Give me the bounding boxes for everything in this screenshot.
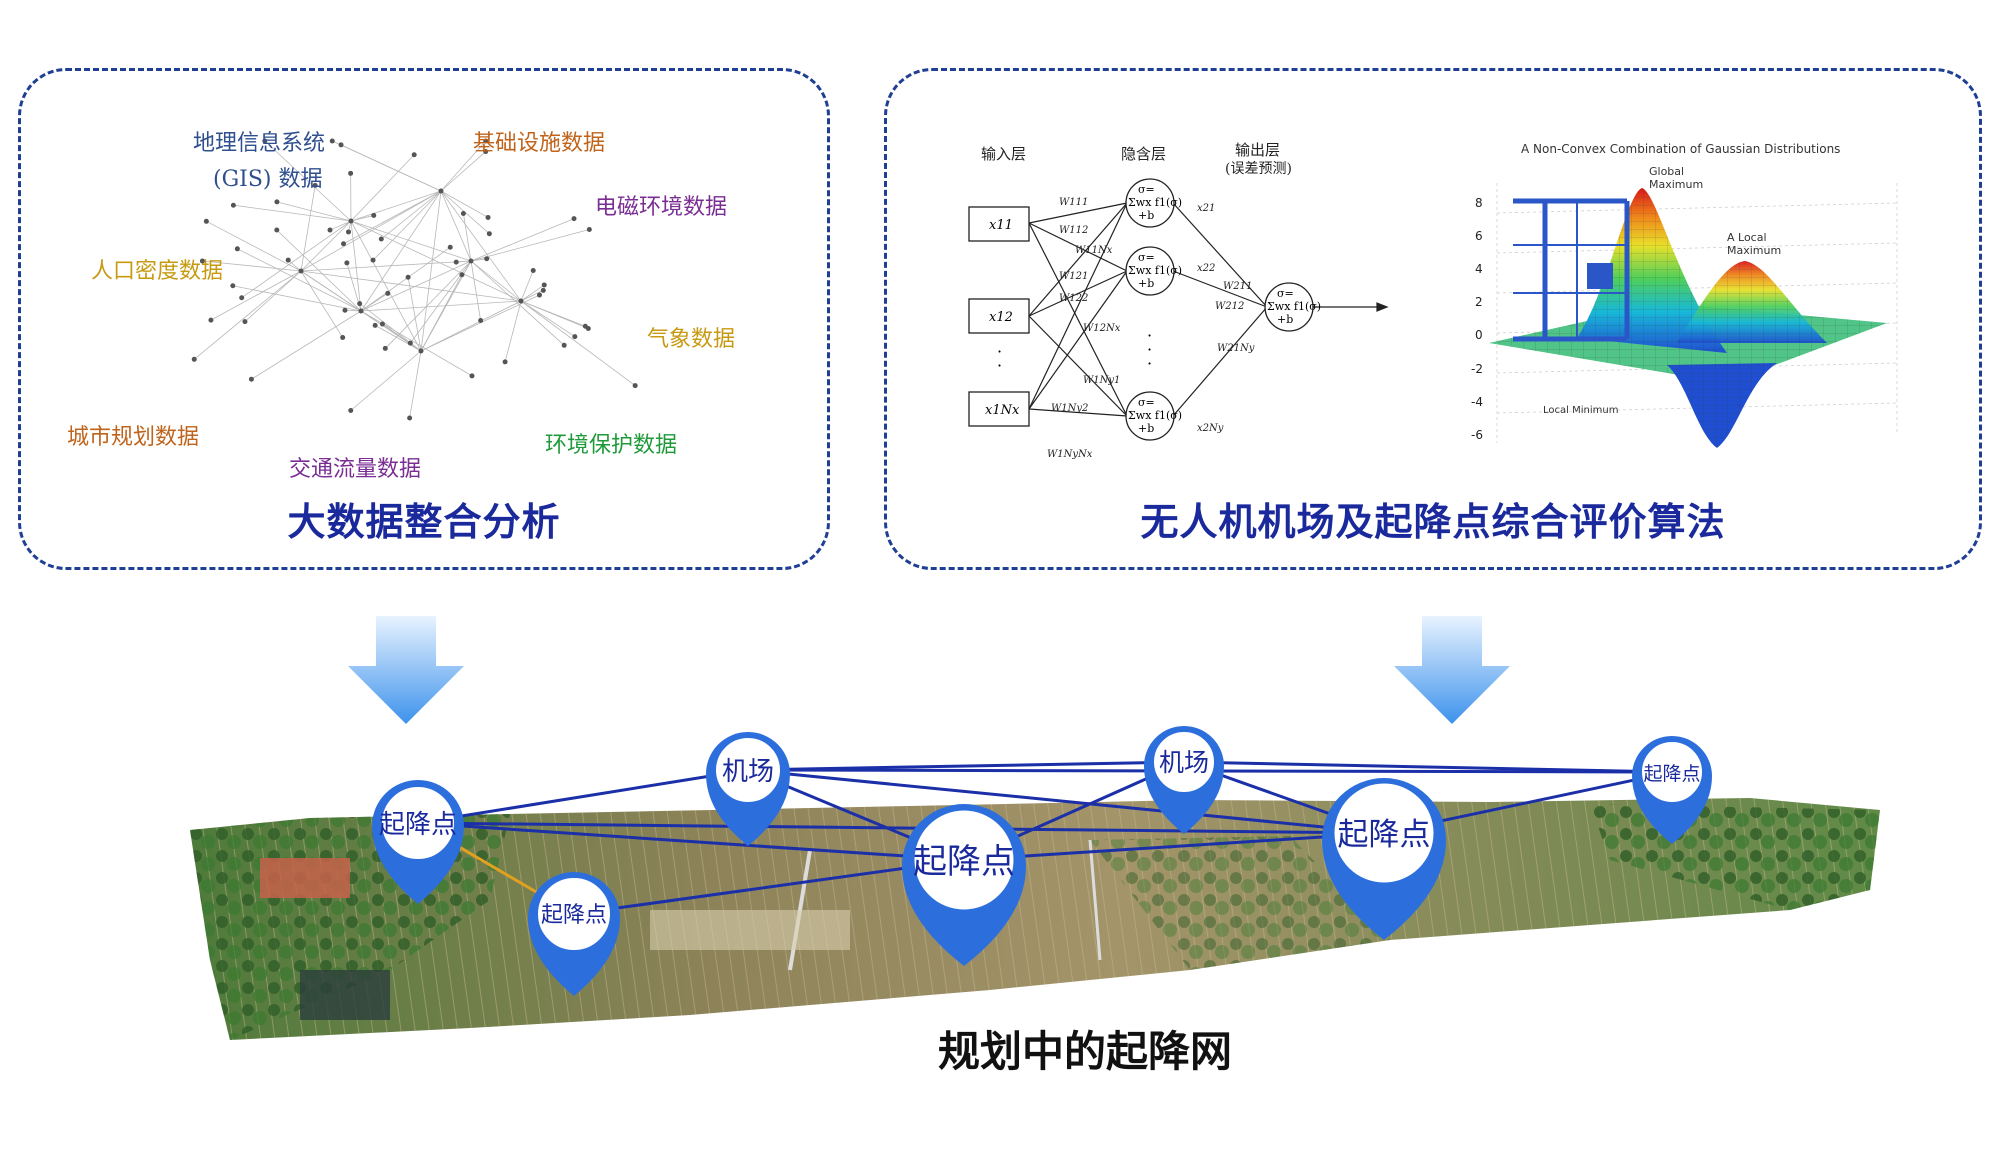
weight-w1nynx: W1NyNx bbox=[1047, 449, 1093, 460]
hidden-dot-2: · bbox=[1147, 340, 1152, 359]
hidden-out-x2ny: x2Ny bbox=[1197, 423, 1224, 434]
output-layer-sub: (误差预测) bbox=[1225, 161, 1292, 177]
weight-w21ny: W21Ny bbox=[1217, 343, 1255, 354]
pad-marker-2-label: 起降点 bbox=[913, 842, 1015, 882]
gis-data-label: 地理信息系统 bbox=[193, 131, 326, 156]
weight-w11nx: W11Nx bbox=[1075, 245, 1113, 256]
input-dot-2: · bbox=[997, 356, 1002, 375]
output-neuron-line3: +b bbox=[1277, 313, 1293, 326]
infrastructure-data-label: 基础设施数据 bbox=[473, 131, 606, 156]
hidden-out-x21: x21 bbox=[1197, 203, 1215, 214]
aerial-map bbox=[190, 798, 1880, 1040]
z-tick-2: 2 bbox=[1475, 295, 1483, 309]
neuron2-line3: +b bbox=[1138, 277, 1154, 290]
weather-data-label: 气象数据 bbox=[647, 327, 736, 352]
weight-w112: W112 bbox=[1059, 225, 1088, 236]
z-tick-neg2: -2 bbox=[1471, 362, 1483, 376]
z-tick-6: 6 bbox=[1475, 229, 1483, 243]
gis-data-label-line2: (GIS) 数据 bbox=[213, 167, 323, 192]
neuron1-line1: σ= bbox=[1138, 183, 1155, 196]
pad-marker-3: 起降点 bbox=[1322, 778, 1446, 940]
local-max-label-1: A Local bbox=[1727, 231, 1767, 244]
traffic-data-label: 交通流量数据 bbox=[289, 457, 422, 482]
network-caption: 规划中的起降网 bbox=[937, 1027, 1232, 1076]
z-tick-neg4: -4 bbox=[1471, 395, 1483, 409]
weight-w12nx: W12Nx bbox=[1083, 323, 1121, 334]
pad-marker-5-label: 起降点 bbox=[541, 903, 607, 928]
surface-title: A Non-Convex Combination of Gaussian Dis… bbox=[1521, 142, 1840, 156]
global-max-label-2: Maximum bbox=[1649, 178, 1703, 191]
airport-marker-2-label: 机场 bbox=[1159, 748, 1209, 777]
hidden-dot-1: · bbox=[1147, 326, 1152, 345]
hidden-layer-label: 隐含层 bbox=[1121, 145, 1166, 163]
down-arrow-right-icon bbox=[1394, 616, 1510, 724]
weight-w111: W111 bbox=[1059, 197, 1088, 208]
neuron3-line3: +b bbox=[1138, 422, 1154, 435]
weight-w211: W211 bbox=[1223, 281, 1252, 292]
down-arrow-left-icon bbox=[348, 616, 464, 724]
airport-marker-1-label: 机场 bbox=[722, 757, 774, 787]
weight-w212: W212 bbox=[1215, 301, 1244, 312]
neuron3-line1: σ= bbox=[1138, 396, 1155, 409]
evaluation-algorithm-panel: 输入层 隐含层 输出层 (误差预测) x11 x12 x1Nx · · bbox=[884, 68, 1982, 570]
weight-w1ny1: W1Ny1 bbox=[1083, 375, 1120, 386]
neuron1-line2: Σwx f1(σ) bbox=[1128, 196, 1182, 209]
pad-marker-2: 起降点 bbox=[902, 804, 1026, 966]
pad-marker-4: 起降点 bbox=[1632, 736, 1712, 844]
weight-w121: W121 bbox=[1059, 271, 1088, 282]
gaussian-surface-plot: A Non-Convex Combination of Gaussian Dis… bbox=[1471, 142, 1898, 448]
data-network-graph bbox=[191, 138, 638, 421]
urban-planning-data-label: 城市规划数据 bbox=[67, 425, 200, 450]
airport-marker-2: 机场 bbox=[1144, 726, 1224, 834]
pad-marker-1-label: 起降点 bbox=[379, 810, 457, 840]
neuron3-line2: Σwx f1(σ) bbox=[1128, 409, 1182, 422]
local-min-label: Local Minimum bbox=[1543, 405, 1618, 416]
output-layer-label: 输出层 bbox=[1235, 141, 1280, 159]
pad-marker-3-label: 起降点 bbox=[1338, 817, 1431, 853]
local-max-label-2: Maximum bbox=[1727, 244, 1781, 257]
environment-data-label: 环境保护数据 bbox=[545, 433, 678, 458]
pad-marker-4-label: 起降点 bbox=[1643, 763, 1700, 785]
airport-marker-1: 机场 bbox=[706, 732, 790, 846]
weight-w1ny2: W1Ny2 bbox=[1051, 403, 1088, 414]
pad-marker-1: 起降点 bbox=[372, 780, 464, 904]
input-dot-1: · bbox=[997, 342, 1002, 361]
z-tick-0: 0 bbox=[1475, 328, 1483, 342]
neuron2-line2: Σwx f1(σ) bbox=[1128, 264, 1182, 277]
z-tick-4: 4 bbox=[1475, 262, 1483, 276]
neural-network-diagram: 输入层 隐含层 输出层 (误差预测) x11 x12 x1Nx · · bbox=[968, 141, 1389, 460]
neuron2-line1: σ= bbox=[1138, 251, 1155, 264]
output-neuron-line2: Σwx f1(σ) bbox=[1267, 300, 1321, 313]
hidden-dot-3: · bbox=[1147, 354, 1152, 373]
population-data-label: 人口密度数据 bbox=[91, 259, 224, 284]
output-neuron-line1: σ= bbox=[1277, 287, 1294, 300]
z-tick-neg6: -6 bbox=[1471, 428, 1483, 442]
neuron1-line3: +b bbox=[1138, 209, 1154, 222]
weight-w122: W122 bbox=[1059, 293, 1088, 304]
input-layer-label: 输入层 bbox=[981, 145, 1026, 163]
evaluation-algorithm-title: 无人机机场及起降点综合评价算法 bbox=[1140, 500, 1726, 544]
input-x1nx: x1Nx bbox=[985, 403, 1020, 418]
global-max-label-1: Global bbox=[1649, 165, 1684, 178]
z-tick-8: 8 bbox=[1475, 196, 1483, 210]
input-x12: x12 bbox=[989, 310, 1013, 325]
electromagnetic-data-label: 电磁环境数据 bbox=[595, 195, 728, 220]
pad-marker-5: 起降点 bbox=[528, 872, 620, 996]
big-data-title: 大数据整合分析 bbox=[287, 500, 561, 544]
hidden-out-x22: x22 bbox=[1197, 263, 1215, 274]
input-x11: x11 bbox=[989, 218, 1013, 233]
big-data-panel: 地理信息系统 (GIS) 数据 基础设施数据 电磁环境数据 人口密度数据 气象数… bbox=[18, 68, 830, 570]
